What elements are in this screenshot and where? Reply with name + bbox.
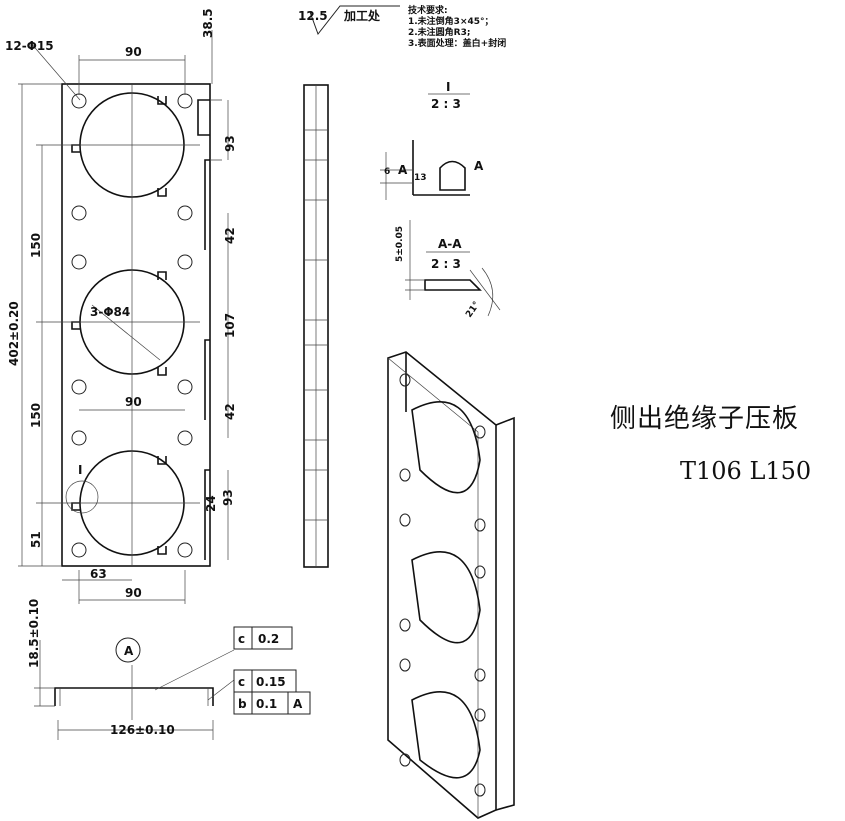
dim-right-42-a: 42 [223, 227, 237, 244]
plate-outline [61, 83, 211, 567]
cross-section-view: A 18.5±0.10 126±0.10 c 0.2 c 0.15 b 0.1 … [27, 599, 311, 740]
part-title: 侧出绝缘子压板 [610, 404, 800, 434]
dim-top-span: 90 [125, 45, 142, 59]
tol3-symbol: b [238, 697, 247, 711]
tol3-value: 0.1 [256, 697, 277, 711]
detail-I-view: I 2 : 3 6 13 A A [380, 80, 484, 200]
technical-requirements: 技术要求: 1.未注倒角3×45°； 2.未注圆角R3; 3.表面处理：盖白+封… [408, 4, 506, 49]
dim-overall-length: 402±0.20 [7, 301, 21, 366]
dim-left-150-lower: 150 [29, 403, 43, 428]
dim-bottom-90: 90 [125, 586, 142, 600]
detail-mark: I [78, 463, 82, 477]
datum-circle [115, 637, 141, 663]
datum-label: A [124, 644, 134, 658]
tolerance-frame-1 [233, 626, 293, 650]
roughness-note: 加工处 [343, 8, 381, 23]
dim-bottom-63: 63 [90, 567, 107, 581]
front-view: 12-Φ15 3-Φ84 I 90 38.5 93 150 42 107 42 … [5, 8, 237, 604]
section-mark-right: A [474, 159, 484, 173]
dim-right-107: 107 [223, 313, 237, 338]
dim-right-24: 24 [204, 495, 218, 512]
isometric-holes [399, 373, 486, 797]
section-height: 18.5±0.10 [27, 599, 41, 668]
holes-label: 12-Φ15 [5, 39, 54, 53]
section-label: A-A [438, 237, 462, 251]
roughness-value: 12.5 [298, 9, 328, 23]
dim-right-93-b: 93 [221, 489, 235, 506]
detail-circle [65, 480, 99, 514]
requirement-3: 3.表面处理：盖白+封闭 [408, 37, 506, 49]
part-code: T106 L150 [680, 457, 812, 485]
section-width: 126±0.10 [110, 723, 175, 737]
detail-scale: 2 : 3 [431, 97, 461, 111]
section-AA-view: A-A 2 : 3 5±0.05 21° [395, 220, 501, 320]
tol3-datum: A [293, 697, 303, 711]
section-scale: 2 : 3 [431, 257, 461, 271]
dim-left-150-upper: 150 [29, 233, 43, 258]
requirements-heading: 技术要求: [408, 4, 448, 16]
tol2-symbol: c [238, 675, 245, 689]
mounting-holes [71, 93, 193, 558]
tolerance-frame-3 [233, 691, 311, 715]
tol1-value: 0.2 [258, 632, 279, 646]
roughness-symbol: 12.5 加工处 [298, 5, 400, 36]
dim-right-42-b: 42 [223, 403, 237, 420]
detail-dim-6: 6 [384, 167, 390, 177]
isometric-view [387, 351, 515, 819]
tol1-symbol: c [238, 632, 245, 646]
detail-label: I [446, 80, 450, 94]
detail-dim-13: 13 [414, 173, 427, 183]
section-thickness: 5±0.05 [395, 226, 405, 262]
requirement-1: 1.未注倒角3×45°； [408, 15, 494, 27]
circles-label: 3-Φ84 [90, 305, 130, 319]
section-mark-left: A [398, 163, 408, 177]
requirement-2: 2.未注圆角R3; [408, 26, 470, 38]
dim-right-93: 93 [223, 135, 237, 152]
side-view [303, 84, 329, 568]
dim-left-51: 51 [29, 531, 43, 548]
dim-top-offset: 38.5 [201, 8, 215, 38]
dim-mid-span: 90 [125, 395, 142, 409]
title-block: 侧出绝缘子压板 T106 L150 [610, 398, 845, 485]
tol2-value: 0.15 [256, 675, 286, 689]
section-angle: 21° [464, 300, 482, 320]
